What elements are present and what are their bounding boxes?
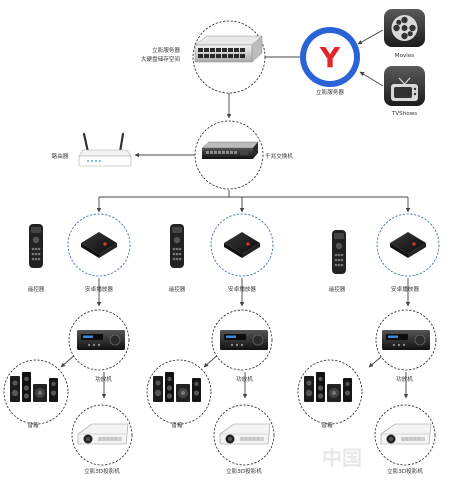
- storage-server-label-line1: 立影服务器: [152, 46, 180, 54]
- speakers-node-2[interactable]: 音箱: [146, 359, 212, 429]
- room-2: 遥控器 安卓播放器 功放机 音箱 立影3D投影机: [146, 213, 275, 475]
- gigabit-switch-icon: [201, 141, 259, 159]
- remote-label-3: 遥控器: [329, 285, 346, 293]
- projector-node-1[interactable]: 立影3D投影机: [71, 404, 133, 475]
- storage-server-node[interactable]: 立影服务器 大硬盘储存空间: [141, 20, 266, 94]
- amplifier-node-1[interactable]: 功放机: [68, 309, 130, 383]
- storage-server-label-line2: 大硬盘储存空间: [141, 55, 181, 63]
- remote-control-icon: [29, 224, 43, 268]
- media-server-node[interactable]: Y 立影服务器: [300, 27, 360, 96]
- amplifier-label-1: 功放机: [95, 375, 112, 383]
- player-node-3[interactable]: 安卓播放器: [376, 213, 440, 293]
- switch-node[interactable]: 千兆交换机: [194, 120, 293, 190]
- player-label-3: 安卓播放器: [391, 285, 419, 293]
- projector-node-2[interactable]: 立影3D投影机: [213, 404, 275, 475]
- rack-server-icon: [194, 35, 263, 63]
- wire-tvshows-to-media-server: [359, 71, 384, 87]
- speakers-node-3[interactable]: 音箱: [297, 359, 363, 429]
- player-node-2[interactable]: 安卓播放器: [210, 213, 274, 293]
- media-server-label: 立影服务器: [316, 88, 344, 96]
- remote-control-icon: [170, 224, 184, 268]
- watermark-text: 中国: [322, 446, 362, 470]
- tvshows-node[interactable]: TVShows: [384, 66, 425, 117]
- remote-control-icon: [332, 230, 346, 274]
- remote-node-2[interactable]: 遥控器: [169, 224, 186, 293]
- amplifier-icon: [219, 329, 269, 351]
- retro-tv-icon: [391, 77, 418, 101]
- film-reel-icon: [391, 15, 418, 41]
- speakers-label-1: 音箱: [27, 421, 39, 429]
- speakers-label-2: 音箱: [171, 421, 183, 429]
- remote-label-1: 遥控器: [28, 285, 45, 293]
- player-label-1: 安卓播放器: [85, 285, 113, 293]
- projector-label-1: 立影3D投影机: [84, 467, 120, 475]
- amplifier-icon: [76, 329, 126, 351]
- player-label-2: 安卓播放器: [228, 285, 256, 293]
- remote-node-1[interactable]: 遥控器: [28, 224, 45, 293]
- router-node[interactable]: 路由器: [52, 132, 132, 167]
- switch-label: 千兆交换机: [265, 152, 293, 160]
- remote-node-3[interactable]: 遥控器: [329, 230, 346, 293]
- projector-label-3: 立影3D投影机: [387, 467, 423, 475]
- amplifier-icon: [381, 329, 431, 351]
- projector-node-3[interactable]: 立影3D投影机: [374, 404, 436, 475]
- tvshows-label: TVShows: [391, 111, 417, 117]
- movies-node[interactable]: Movies: [384, 9, 425, 59]
- router-label: 路由器: [52, 152, 69, 160]
- projector-label-2: 立影3D投影机: [226, 467, 262, 475]
- media-server-logo-icon: Y: [319, 41, 341, 74]
- movies-label: Movies: [395, 53, 415, 59]
- remote-label-2: 遥控器: [169, 285, 186, 293]
- speakers-node-1[interactable]: 音箱: [3, 359, 69, 429]
- amplifier-label-2: 功放机: [236, 375, 253, 383]
- player-node-1[interactable]: 安卓播放器: [67, 213, 131, 293]
- amplifier-node-3[interactable]: 功放机: [375, 309, 437, 383]
- room-1: 遥控器 安卓播放器 功放机 音箱 立影3D投影机: [3, 213, 133, 475]
- wire-movies-to-media-server: [357, 29, 384, 45]
- speakers-label-3: 音箱: [321, 421, 333, 429]
- wifi-router-icon: [78, 132, 132, 167]
- amplifier-node-2[interactable]: 功放机: [211, 309, 273, 383]
- room-3: 遥控器 安卓播放器 功放机 音箱 立影3D投影机: [297, 213, 440, 475]
- media-server-inner-disc: [306, 33, 354, 81]
- amplifier-label-3: 功放机: [396, 375, 413, 383]
